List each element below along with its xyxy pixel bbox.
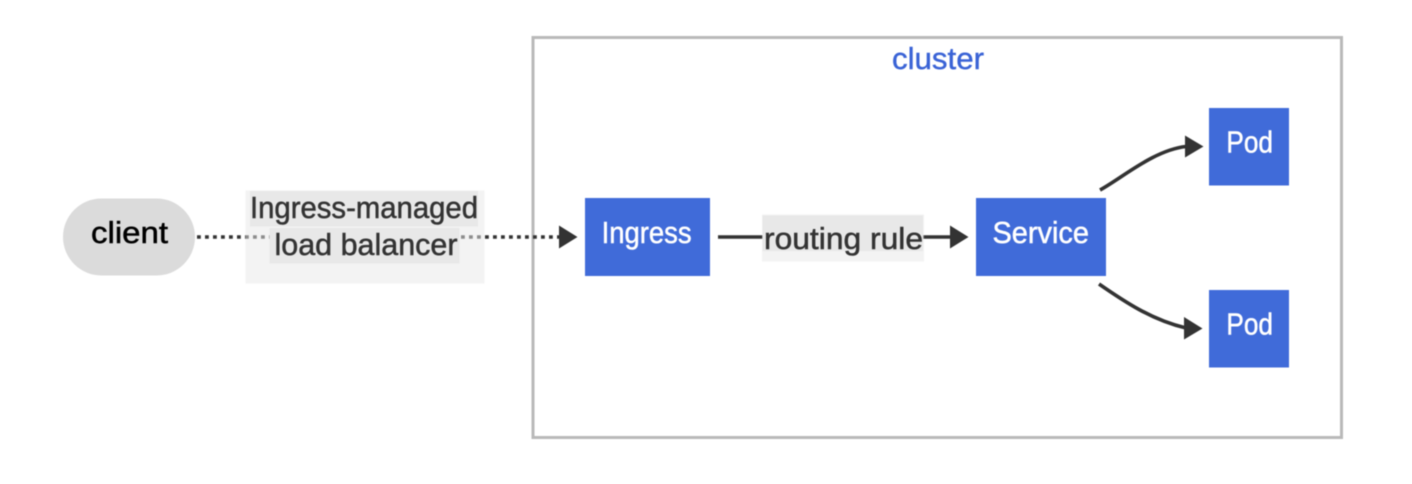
svg-text:load balancer: load balancer	[275, 228, 458, 262]
svg-text:Pod: Pod	[1226, 126, 1273, 160]
svg-text:Service: Service	[992, 216, 1089, 250]
svg-text:Ingress-managed: Ingress-managed	[250, 191, 478, 225]
svg-text:cluster: cluster	[892, 42, 984, 76]
svg-text:Ingress: Ingress	[602, 216, 692, 250]
svg-text:routing rule: routing rule	[764, 222, 923, 256]
svg-text:client: client	[91, 216, 169, 250]
svg-text:Pod: Pod	[1226, 308, 1273, 342]
